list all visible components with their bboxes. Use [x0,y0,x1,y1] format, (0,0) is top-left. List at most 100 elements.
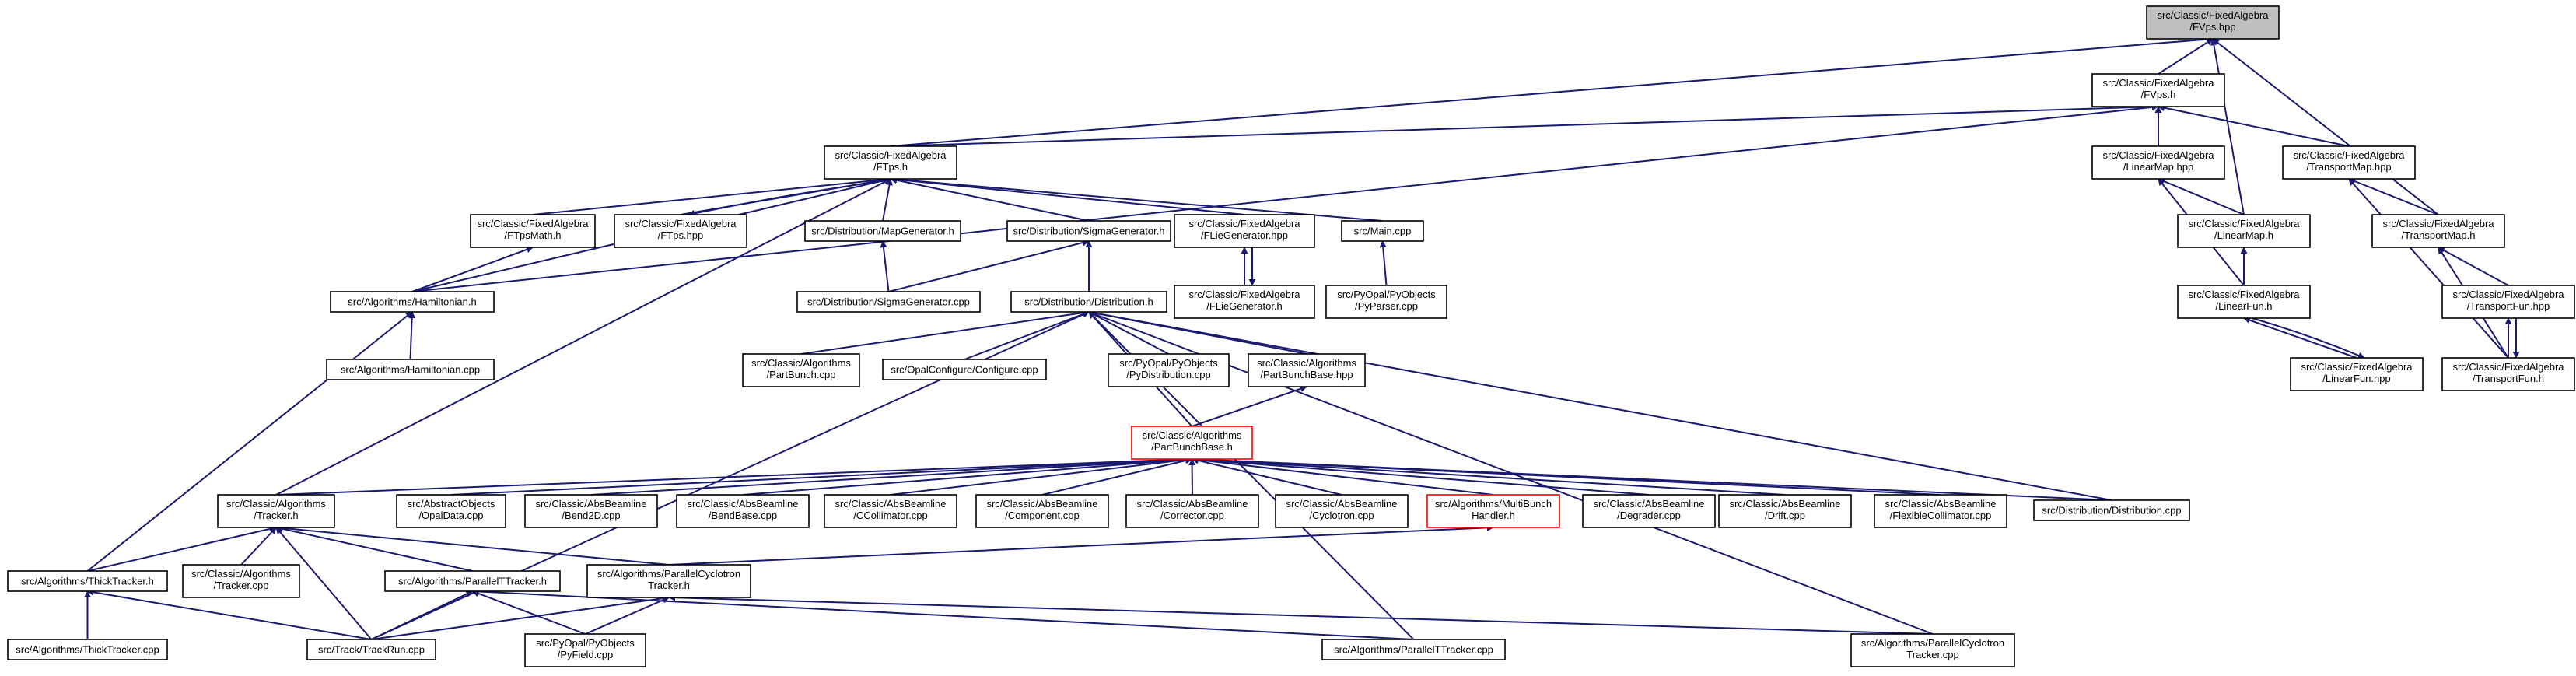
node-box [1718,494,1852,528]
edge-distribution-cpp-to-distribution-h [1088,310,2112,501]
node-label-line: src/PyOpal/PyObjects [1119,357,1218,369]
node-opaldata-cpp[interactable]: src/AbstractObjects/OpalData.cpp [396,494,506,528]
node-trackrun-cpp[interactable]: src/Track/TrackRun.cpp [306,639,436,660]
edge-opaldata-cpp-to-partbunchbase-h [450,455,1193,496]
node-cyclotron-cpp[interactable]: src/Classic/AbsBeamline/Cyclotron.cpp [1275,494,1409,528]
node-label-line: /Cyclotron.cpp [1309,510,1374,521]
node-label-line: src/Classic/AbsBeamline [687,498,798,510]
node-partbunchbase-hpp[interactable]: src/Classic/Algorithms/PartBunchBase.hpp [1248,353,1366,387]
node-box [586,564,751,598]
edge-linearmap-h-to-fvps-hpp [2210,38,2245,215]
edge-transportmap-h-to-transportmap-hpp [2348,177,2439,215]
node-label-line: src/Classic/AbsBeamline [1593,498,1704,510]
node-distribution-h[interactable]: src/Distribution/Distribution.h [1010,291,1167,313]
edge-corrector-cpp-to-partbunchbase-h [1188,458,1196,496]
node-linearmap-h[interactable]: src/Classic/FixedAlgebra/LinearMap.h [2177,214,2311,248]
node-ftpsmath-h[interactable]: src/Classic/FixedAlgebra/FTpsMath.h [470,214,596,248]
node-thicktracker-cpp[interactable]: src/Algorithms/ThickTracker.cpp [7,639,168,660]
node-box [384,570,561,592]
node-linearfun-hpp[interactable]: src/Classic/FixedAlgebra/LinearFun.hpp [2290,357,2424,391]
node-label-line: src/Distribution/SigmaGenerator.cpp [807,296,970,308]
node-degrader-cpp[interactable]: src/Classic/AbsBeamline/Degrader.cpp [1582,494,1716,528]
node-linearmap-hpp[interactable]: src/Classic/FixedAlgebra/LinearMap.hpp [2091,145,2225,180]
node-bend2d-cpp[interactable]: src/Classic/AbsBeamline/Bend2D.cpp [524,494,658,528]
node-pydistribution-cpp[interactable]: src/PyOpal/PyObjects/PyDistribution.cpp [1108,353,1230,387]
node-fvps-h[interactable]: src/Classic/FixedAlgebra/FVps.h [2091,73,2225,107]
node-label-line: /TransportFun.h [2473,373,2544,384]
node-main-cpp[interactable]: src/Main.cpp [1341,220,1424,242]
node-box [396,494,506,528]
node-fliegen-h[interactable]: src/Classic/FixedAlgebra/FLieGenerator.h [1174,285,1315,319]
node-fliegen-hpp[interactable]: src/Classic/FixedAlgebra/FLieGenerator.h… [1174,214,1315,248]
node-label-line: src/Classic/FixedAlgebra [477,218,589,229]
node-mapgen-h[interactable]: src/Distribution/MapGenerator.h [804,220,961,242]
node-label-line: /OpalData.cpp [418,510,483,521]
edge-distribution-cpp-to-partbunchbase-h [1191,455,2112,501]
edge-trackrun-cpp-to-parcyc-h [371,594,670,640]
node-label-line: src/Algorithms/ThickTracker.cpp [16,644,159,656]
node-label-line: /FTps.h [873,161,908,173]
node-label-line: src/Classic/AbsBeamline [535,498,646,510]
node-bendbase-cpp[interactable]: src/Classic/AbsBeamline/BendBase.cpp [676,494,810,528]
node-tracker-cpp[interactable]: src/Classic/Algorithms/Tracker.cpp [182,564,300,598]
node-hamiltonian-cpp[interactable]: src/Algorithms/Hamiltonian.cpp [326,359,495,380]
node-box [882,359,1047,380]
node-parcyc-cpp[interactable]: src/Algorithms/ParallelCyclotronTracker.… [1850,633,2015,667]
node-box [1006,220,1171,242]
edge-linearfun-h-to-linearfun-hpp [2251,317,2365,359]
node-tracker-h[interactable]: src/Classic/Algorithms/Tracker.h [217,494,335,528]
edge-fvps-h-to-fvps-hpp [2158,38,2214,75]
node-hamiltonian-h[interactable]: src/Algorithms/Hamiltonian.h [330,291,495,313]
node-box [2290,357,2424,391]
node-pyparser-cpp[interactable]: src/PyOpal/PyObjects/PyParser.cpp [1325,285,1447,319]
node-box [975,494,1109,528]
node-label-line: /FlexibleCollimator.cpp [1890,510,1992,521]
node-box [2441,285,2575,319]
node-box [7,570,168,592]
node-box [470,214,596,248]
edge-trackrun-cpp-to-partracker-h [371,590,474,640]
node-box [796,291,981,313]
node-fvps-hpp[interactable]: src/Classic/FixedAlgebra/FVps.hpp [2146,5,2280,40]
edge-component-cpp-to-partbunchbase-h [1041,457,1193,496]
node-label-line: src/Algorithms/ThickTracker.h [21,576,154,587]
node-corrector-cpp[interactable]: src/Classic/AbsBeamline/Corrector.cpp [1125,494,1259,528]
node-sigmagen-h[interactable]: src/Distribution/SigmaGenerator.h [1006,220,1171,242]
node-partracker-cpp[interactable]: src/Algorithms/ParallelTTracker.cpp [1321,639,1506,660]
node-transportfun-h[interactable]: src/Classic/FixedAlgebra/TransportFun.h [2441,357,2575,391]
node-label-line: /PartBunch.cpp [767,369,836,380]
node-transportfun-hpp[interactable]: src/Classic/FixedAlgebra/TransportFun.hp… [2441,285,2575,319]
node-ftps-hpp[interactable]: src/Classic/FixedAlgebra/FTps.hpp [614,214,747,248]
node-box [1174,285,1315,319]
node-component-cpp[interactable]: src/Classic/AbsBeamline/Component.cpp [975,494,1109,528]
node-parcyc-h[interactable]: src/Algorithms/ParallelCyclotronTracker.… [586,564,751,598]
node-distribution-cpp[interactable]: src/Distribution/Distribution.cpp [2033,499,2190,521]
node-opalconfigure-cpp[interactable]: src/OpalConfigure/Configure.cpp [882,359,1047,380]
node-thicktracker-h[interactable]: src/Algorithms/ThickTracker.h [7,570,168,592]
node-label-line: src/Classic/FixedAlgebra [2102,77,2214,89]
node-pyfield-cpp[interactable]: src/PyOpal/PyObjects/PyField.cpp [524,633,646,667]
node-label-line: src/Classic/FixedAlgebra [2382,218,2494,229]
edge-sigmagen-cpp-to-mapgen-h [880,240,890,292]
node-drift-cpp[interactable]: src/Classic/AbsBeamline/Drift.cpp [1718,494,1852,528]
node-partbunchbase-h[interactable]: src/Classic/Algorithms/PartBunchBase.h [1131,426,1253,460]
node-label-line: /Degrader.cpp [1617,510,1681,521]
node-box [1850,633,2015,667]
edge-ftpsmath-h-to-ftps-h [532,176,891,215]
node-transportmap-h[interactable]: src/Classic/FixedAlgebra/TransportMap.h [2371,214,2505,248]
edge-linearmap-h-to-linearmap-hpp [2158,177,2245,215]
node-ftps-h[interactable]: src/Classic/FixedAlgebra/FTps.h [824,145,957,180]
node-label-line: Handler.h [1472,510,1515,521]
node-sigmagen-cpp[interactable]: src/Distribution/SigmaGenerator.cpp [796,291,981,313]
node-label-line: src/Classic/AbsBeamline [986,498,1097,510]
node-label-line: src/Classic/Algorithms [751,357,851,369]
node-box [217,494,335,528]
node-partbunch-cpp[interactable]: src/Classic/Algorithms/PartBunch.cpp [742,353,860,387]
node-linearfun-h[interactable]: src/Classic/FixedAlgebra/LinearFun.h [2177,285,2311,319]
node-transportmap-hpp[interactable]: src/Classic/FixedAlgebra/TransportMap.hp… [2282,145,2416,180]
node-partracker-h[interactable]: src/Algorithms/ParallelTTracker.h [384,570,561,592]
node-flexcoll-cpp[interactable]: src/Classic/AbsBeamline/FlexibleCollimat… [1874,494,2007,528]
node-ccollimator-cpp[interactable]: src/Classic/AbsBeamline/CCollimator.cpp [824,494,957,528]
